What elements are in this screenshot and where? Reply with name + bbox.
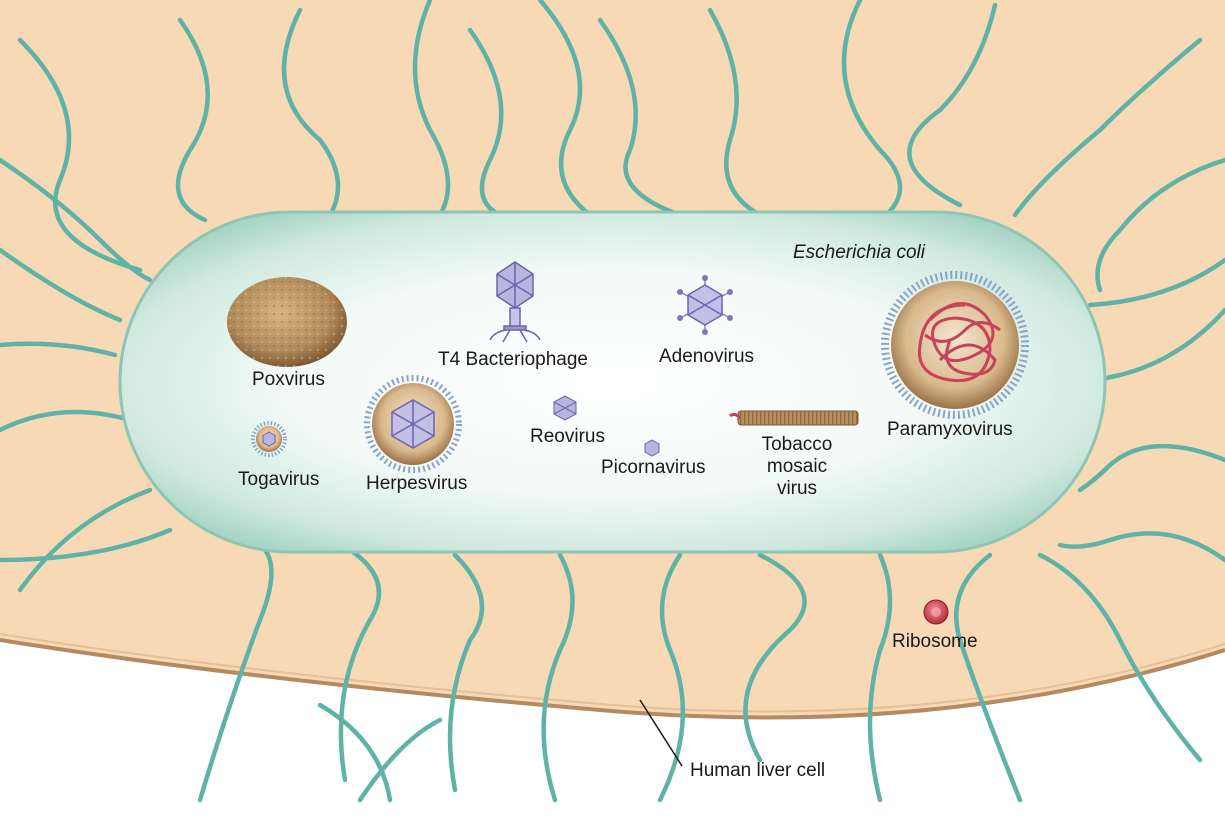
poxvirus-particle [227, 277, 347, 367]
escherichia-coli-cell [118, 210, 1107, 554]
tobacco-mosaic-virus-label: Tobacco mosaic virus [752, 434, 842, 500]
human-liver-cell-label: Human liver cell [690, 760, 826, 781]
ribosome-label: Ribosome [892, 631, 978, 652]
herpesvirus-label: Herpesvirus [366, 473, 468, 494]
togavirus-particle [251, 421, 287, 457]
flagella [0, 0, 1225, 803]
liver-cell-leader-line [639, 699, 683, 767]
adenovirus-particle [677, 275, 733, 335]
paramyxovirus-label: Paramyxovirus [887, 419, 1013, 440]
reovirus-particle [553, 395, 577, 421]
reovirus-label: Reovirus [530, 426, 605, 447]
ribosome-particle [923, 599, 949, 625]
herpesvirus-particle [364, 375, 462, 473]
t4-bacteriophage-particle [489, 261, 541, 343]
escherichia-coli-label: Escherichia coli [793, 242, 925, 263]
tobacco-mosaic-virus-particle [729, 410, 859, 426]
liver-cell-membrane [0, 638, 1225, 720]
tobacco-label-line-3: virus [776, 478, 818, 499]
poxvirus-label: Poxvirus [252, 369, 325, 390]
picornavirus-label: Picornavirus [601, 457, 706, 478]
tobacco-label-line-2: mosaic [766, 456, 828, 477]
togavirus-label: Togavirus [238, 469, 320, 490]
liver-cell-membrane-inner [0, 633, 1225, 713]
adenovirus-label: Adenovirus [659, 346, 755, 367]
t4-bacteriophage-label: T4 Bacteriophage [438, 349, 588, 370]
tobacco-label-line-1: Tobacco [761, 434, 833, 455]
picornavirus-particle [644, 439, 660, 457]
paramyxovirus-particle [881, 271, 1029, 419]
